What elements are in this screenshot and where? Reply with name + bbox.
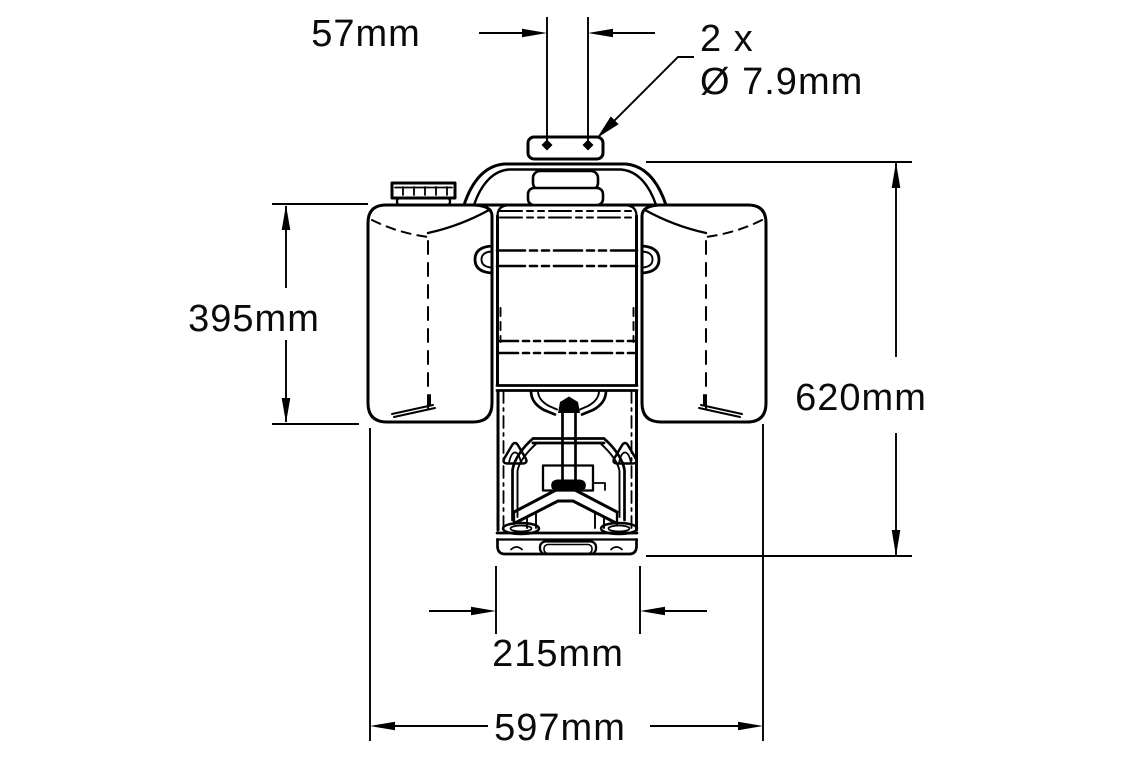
arrowhead-left [588, 28, 613, 38]
device-outline [366, 135, 768, 556]
mounting-bracket [526, 135, 605, 161]
carry-handle [460, 162, 670, 207]
arrowhead-left [370, 721, 395, 731]
dim-hole-callout [597, 56, 694, 138]
dim-label-hole-diameter: Ø 7.9mm [700, 61, 863, 103]
dim-hole-spacing [479, 17, 655, 141]
left-tank [366, 203, 494, 424]
right-strap-clip [640, 244, 661, 275]
dim-overall-width [369, 424, 764, 741]
left-strap-clip [473, 244, 494, 275]
right-tank [640, 203, 768, 424]
center-frame [473, 204, 661, 387]
dim-label-inner-width: 215mm [492, 633, 624, 675]
arrowhead-left [640, 606, 665, 616]
dim-label-tank-height: 395mm [188, 298, 320, 340]
arrowhead-down [281, 398, 291, 423]
filler-cap [390, 181, 457, 207]
arrowhead-right [522, 28, 547, 38]
dimension-annotations [272, 17, 912, 741]
dim-label-hole-spacing: 57mm [311, 13, 421, 55]
pump-rod [561, 411, 577, 481]
pump-rod-cap [558, 396, 580, 413]
pump-assembly [495, 384, 639, 556]
leader-arrowhead [597, 116, 619, 138]
arrowhead-right [471, 606, 496, 616]
arrowhead-up [891, 162, 901, 188]
arrowhead-down [891, 530, 901, 556]
dim-label-overall-width: 597mm [494, 707, 626, 749]
left-hole [541, 139, 553, 151]
dimension-labels: 57mm 2 x Ø 7.9mm 395mm 620mm 215mm 597mm [188, 13, 927, 749]
arrowhead-right [738, 721, 763, 731]
dim-inner-width [429, 566, 707, 634]
dim-label-hole-count: 2 x [700, 18, 754, 60]
arrowhead-up [281, 205, 291, 230]
dim-overall-height [646, 161, 912, 557]
dim-tank-height [272, 203, 368, 425]
right-hole [582, 139, 594, 151]
yoke [512, 488, 619, 514]
dim-label-overall-height: 620mm [795, 377, 927, 419]
